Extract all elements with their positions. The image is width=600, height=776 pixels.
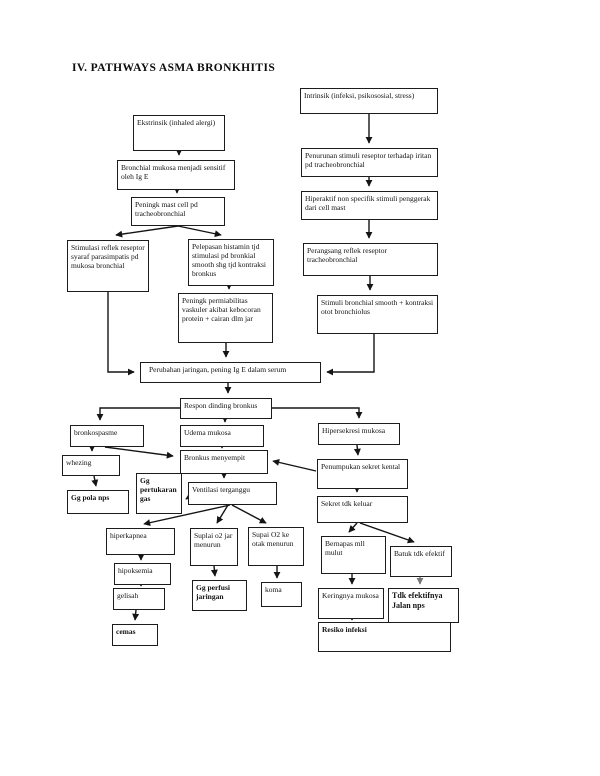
node-suplai-o2-otak: Supai O2 ke otak menurun [248,527,304,566]
node-perangsang-reflek: Perangsang reflek reseptor tracheobronch… [303,243,438,276]
node-hipersekresi-mukosa: Hipersekresi mukosa [318,423,400,445]
node-batuk-tdk-efektif: Batuk tdk efektif [390,546,452,577]
node-gg-pola-nps: Gg pola nps [67,490,129,514]
node-intrinsik: Intrinsik (infeksi, psikososial, stress) [300,88,438,114]
node-whezing: whezing [62,455,120,476]
node-stimuli-bronchial: Stimuli bronchial smooth + kontraksi oto… [317,295,438,334]
node-cemas: cemas [112,624,158,646]
node-perubahan-jaringan: Perubahan jaringan, pening Ig E dalam se… [140,362,321,383]
node-penurunan-stimuli: Penurunan stimuli reseptor terhadap irit… [301,148,438,177]
node-gg-perfusi: Gg perfusi jaringan [192,580,247,611]
node-hiperaktif-stimuli: Hiperaktif non specifik stimuli penggera… [301,191,438,220]
node-penumpukan-sekret: Penumpukan sekret kental [317,459,408,489]
node-hipoksemia: hipoksemia [114,563,171,585]
node-respon-dinding: Respon dinding bronkus [180,398,272,419]
node-ekstrinsik: Ekstrinsik (inhaled alergi) [133,115,225,151]
node-peningk-mast-cell: Peningk mast cell pd tracheobronchial [131,197,225,226]
node-suplai-o2-jar: Suplai o2 jar menurun [190,528,238,566]
node-pelepasan-histamin: Pelepasan histamin tjd stimulasi pd bron… [188,239,274,286]
node-gg-pertukaran-gas: Gg pertukaran gas [136,473,182,514]
node-bernapas-mulut: Bernapas mll mulut [321,536,386,574]
node-sekret-tdk-keluar: Sekret tdk keluar [317,496,408,523]
node-hiperkapnea: hiperkapnea [106,528,175,555]
node-bronkus-menyempit: Bronkus menyempit [180,450,268,474]
node-udema-mukosa: Udema mukosa [180,425,264,447]
node-tdk-efektif-jalan-nps: Tdk efektifnya Jalan nps [388,588,459,623]
node-gelisah: gelisah [113,588,165,610]
node-bronkospasme: bronkospasme [70,425,144,447]
node-keringnya-mukosa: Keringnya mukosa [318,588,384,619]
node-bronchial-mukosa: Bronchial mukosa menjadi sensitif oleh I… [117,160,235,190]
node-ventilasi-terganggu: Ventilasi terganggu [188,482,277,505]
node-koma: koma [261,582,302,607]
node-peningk-permiabilitas: Peningk permiabilitas vaskuler akibat ke… [178,293,273,343]
page-title: IV. PATHWAYS ASMA BRONKHITIS [72,62,276,74]
node-stimulasi-reflek: Stimulasi reflek reseptor syaraf parasim… [67,240,149,292]
node-resiko-infeksi: Resiko infeksi [318,622,451,652]
